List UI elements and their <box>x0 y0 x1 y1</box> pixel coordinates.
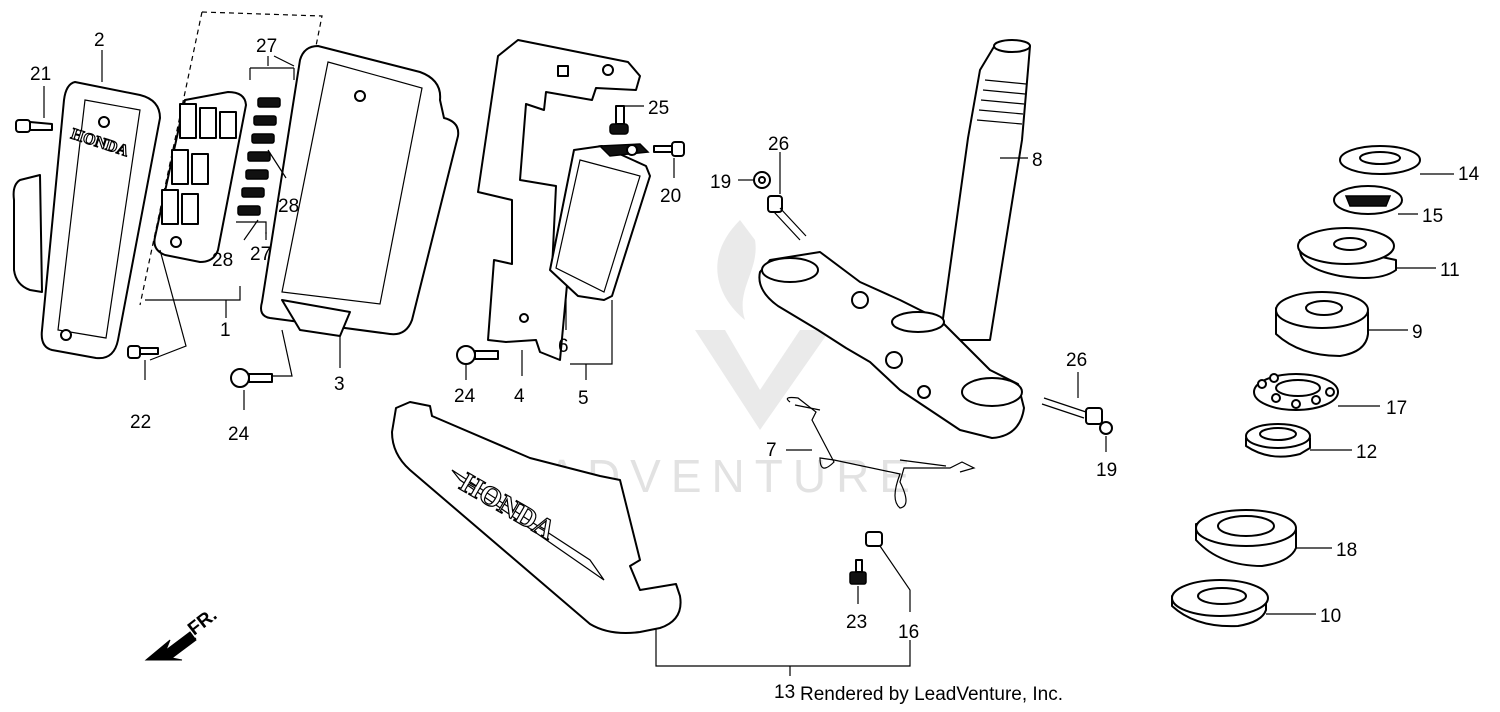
handlebar-emblem-cover: HONDA <box>391 401 682 634</box>
callout-10: 10 <box>1320 606 1341 627</box>
callout-28-bottom: 28 <box>212 250 233 271</box>
callout-13: 13 <box>774 682 795 703</box>
callout-26-top: 26 <box>768 134 789 155</box>
bolt-24-left <box>230 368 273 388</box>
callout-21: 21 <box>30 64 51 85</box>
fuse-block <box>153 91 247 263</box>
callout-1: 1 <box>220 320 231 341</box>
callout-25: 25 <box>648 98 669 119</box>
callout-18: 18 <box>1336 540 1357 561</box>
callout-6: 6 <box>558 336 569 357</box>
fuse-assembly-outline-left <box>139 11 203 306</box>
screw-20 <box>653 141 685 157</box>
callout-5: 5 <box>578 388 589 409</box>
bottom-bridge <box>758 251 1025 439</box>
wire-clip <box>786 396 976 509</box>
callout-28-right: 28 <box>278 196 299 217</box>
fuse-box-case <box>260 45 460 337</box>
lock-washer-14 <box>1339 145 1421 175</box>
bolt-26-upper <box>767 195 807 241</box>
callout-12: 12 <box>1356 442 1377 463</box>
bolt-24-middle <box>456 345 499 365</box>
bolt-23 <box>849 559 867 585</box>
callout-19-top: 19 <box>710 172 731 193</box>
callout-27-bottom: 27 <box>250 244 271 265</box>
race-10 <box>1171 579 1269 628</box>
bearing-18 <box>1195 509 1297 567</box>
callout-27-top: 27 <box>256 36 277 57</box>
race-9 <box>1275 291 1369 357</box>
fuses <box>236 67 295 234</box>
callout-7: 7 <box>766 440 777 461</box>
callout-22: 22 <box>130 412 151 433</box>
bearing-17 <box>1253 373 1339 411</box>
callout-24-middle: 24 <box>454 386 476 407</box>
fuse-box-cover: HONDA <box>12 81 161 360</box>
callout-11: 11 <box>1440 260 1460 281</box>
relay-module <box>549 143 651 301</box>
render-credit: Rendered by LeadVenture, Inc. <box>800 684 1063 705</box>
callout-23: 23 <box>846 612 867 633</box>
callout-26-bottom: 26 <box>1066 350 1087 371</box>
callout-labels: 2 21 27 28 28 27 1 22 24 3 25 20 24 4 6 … <box>30 30 1480 703</box>
callout-4: 4 <box>514 386 525 407</box>
bearing-cover-11 <box>1297 227 1397 279</box>
callout-19-bottom: 19 <box>1096 460 1117 481</box>
screw-21 <box>15 119 53 133</box>
callout-17: 17 <box>1386 398 1407 419</box>
callout-20: 20 <box>660 186 681 207</box>
nut-16 <box>865 531 883 547</box>
mounting-bracket <box>477 39 641 361</box>
front-direction-arrow: FR. <box>144 605 221 661</box>
steering-stem <box>939 39 1031 341</box>
screw-22 <box>127 345 159 359</box>
callout-9: 9 <box>1412 322 1423 343</box>
nut-19-upper <box>753 171 771 189</box>
callout-2: 2 <box>94 30 105 51</box>
adjusting-nut-15 <box>1333 185 1403 215</box>
race-12 <box>1245 423 1311 458</box>
nut-19-lower <box>1099 421 1113 435</box>
callout-15: 15 <box>1422 206 1443 227</box>
callout-16: 16 <box>898 622 919 643</box>
callout-8: 8 <box>1032 150 1043 171</box>
callout-3: 3 <box>334 374 345 395</box>
screw-25 <box>609 105 629 135</box>
bolt-26-lower <box>1041 397 1103 425</box>
leader-lines <box>43 50 1454 676</box>
callout-14: 14 <box>1458 164 1480 185</box>
callout-24-left: 24 <box>228 424 250 445</box>
